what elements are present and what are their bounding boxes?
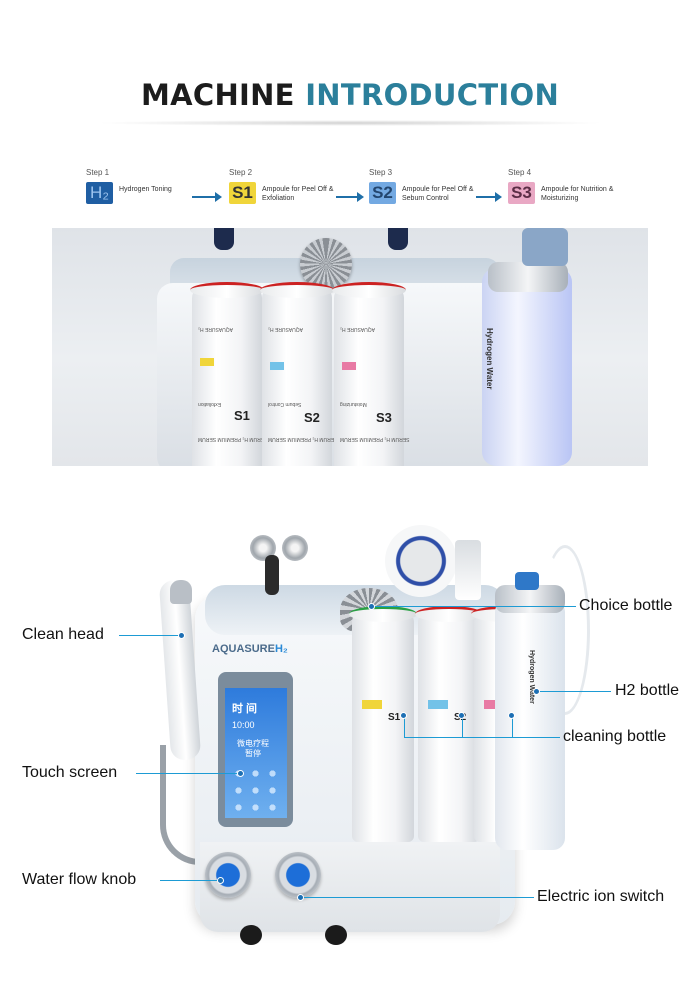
- cleaning-bottle-s2[interactable]: S2: [415, 606, 483, 842]
- callout-dot: [237, 770, 244, 777]
- callout-dot: [458, 712, 465, 719]
- handpiece-tip: [214, 228, 234, 250]
- callout-dot: [297, 894, 304, 901]
- electric-ion-switch[interactable]: [275, 852, 321, 898]
- h2-bottle-lid: [515, 572, 539, 590]
- callout-cleaning-bottle: cleaning bottle: [563, 728, 667, 745]
- machine-foot: [240, 925, 262, 945]
- tube: [572, 228, 648, 308]
- roller-handle: [265, 555, 279, 595]
- step-desc: Ampoule for Peel Off & Exfoliation: [262, 186, 334, 202]
- title-word-introduction: INTRODUCTION: [305, 78, 560, 112]
- title-divider: [95, 120, 605, 126]
- h2-tube: [540, 545, 590, 715]
- step-label: Step 4: [508, 168, 532, 177]
- clean-head-handpiece: [158, 579, 202, 761]
- h2-wand: [522, 228, 568, 266]
- tank-cap: [488, 262, 568, 292]
- serum-bottle-s3: AQUASURE H₂ Moisturizing S3 SERUM H₂ PRE…: [332, 282, 409, 466]
- callout-dot: [508, 712, 515, 719]
- screen-title: 时 间: [232, 703, 258, 715]
- callout-line: [160, 880, 220, 881]
- callout-dot: [533, 688, 540, 695]
- step-arrow-icon: [192, 192, 222, 202]
- choice-bottle-knob: [300, 238, 352, 290]
- callout-line: [462, 715, 463, 737]
- hydrogen-water-label: Hydrogen Water: [528, 650, 535, 704]
- brand-logo: AQUASUREH₂: [212, 643, 288, 655]
- h2-badge: H₂: [86, 182, 113, 204]
- s3-badge: S3: [508, 182, 535, 204]
- h2-bottle[interactable]: [495, 600, 565, 850]
- callout-line: [404, 715, 405, 737]
- step-label: Step 2: [229, 168, 253, 177]
- callout-dot: [178, 632, 185, 639]
- hydrogen-water-tank: [482, 268, 572, 466]
- machine-foot: [325, 925, 347, 945]
- callout-choice-bottle: Choice bottle: [579, 597, 673, 614]
- step-arrow-icon: [476, 192, 502, 202]
- water-flow-knob[interactable]: [205, 852, 251, 898]
- step-desc: Hydrogen Toning: [119, 186, 172, 193]
- step-label: Step 1: [86, 168, 110, 177]
- callout-line: [301, 897, 534, 898]
- screen-clock: 10:00: [232, 720, 255, 730]
- callout-line: [119, 635, 181, 636]
- step-arrow-icon: [336, 192, 364, 202]
- title-word-machine: MACHINE: [140, 78, 295, 112]
- callout-line: [136, 773, 240, 774]
- callout-line: [372, 606, 576, 607]
- callout-h2-bottle: H2 bottle: [615, 682, 680, 699]
- machine-base: [200, 842, 500, 932]
- roller-head-icon: [282, 535, 308, 561]
- serum-bottle-s2: AQUASURE H₂ Sebum Control S2 SERUM H₂ PR…: [260, 282, 337, 466]
- serum-bottle-s1: AQUASURE H₂ Exfoliation S1 SERUM H₂ PREM…: [190, 282, 267, 466]
- callout-line: [537, 691, 611, 692]
- callout-dot: [368, 603, 375, 610]
- spatula-handpiece: [455, 540, 481, 600]
- hydrogen-water-label: Hydrogen Water: [485, 328, 494, 390]
- step-desc: Ampoule for Peel Off & Sebum Control: [402, 186, 474, 202]
- s1-badge: S1: [229, 182, 256, 204]
- callout-dot: [217, 877, 224, 884]
- callout-water-flow-knob: Water flow knob: [22, 871, 137, 888]
- step-label: Step 3: [369, 168, 393, 177]
- screen-menu[interactable]: 微电疗程 暂停: [237, 739, 269, 758]
- callout-line: [404, 737, 560, 738]
- callout-clean-head: Clean head: [22, 626, 104, 643]
- callout-touch-screen: Touch screen: [22, 764, 118, 781]
- page-title: MACHINE INTRODUCTION: [0, 78, 700, 112]
- callout-electric-ion-switch: Electric ion switch: [537, 888, 665, 905]
- callout-dot: [400, 712, 407, 719]
- callout-line: [512, 715, 513, 737]
- bottles-photo: AQUASURE H₂ Exfoliation S1 SERUM H₂ PREM…: [52, 228, 648, 466]
- handpiece-tip: [388, 228, 408, 250]
- cleaning-bottle-s1[interactable]: S1: [349, 606, 417, 842]
- step-desc: Ampoule for Nutrition & Moisturizing: [541, 186, 614, 202]
- clean-head-tip: [170, 580, 192, 604]
- s2-badge: S2: [369, 182, 396, 204]
